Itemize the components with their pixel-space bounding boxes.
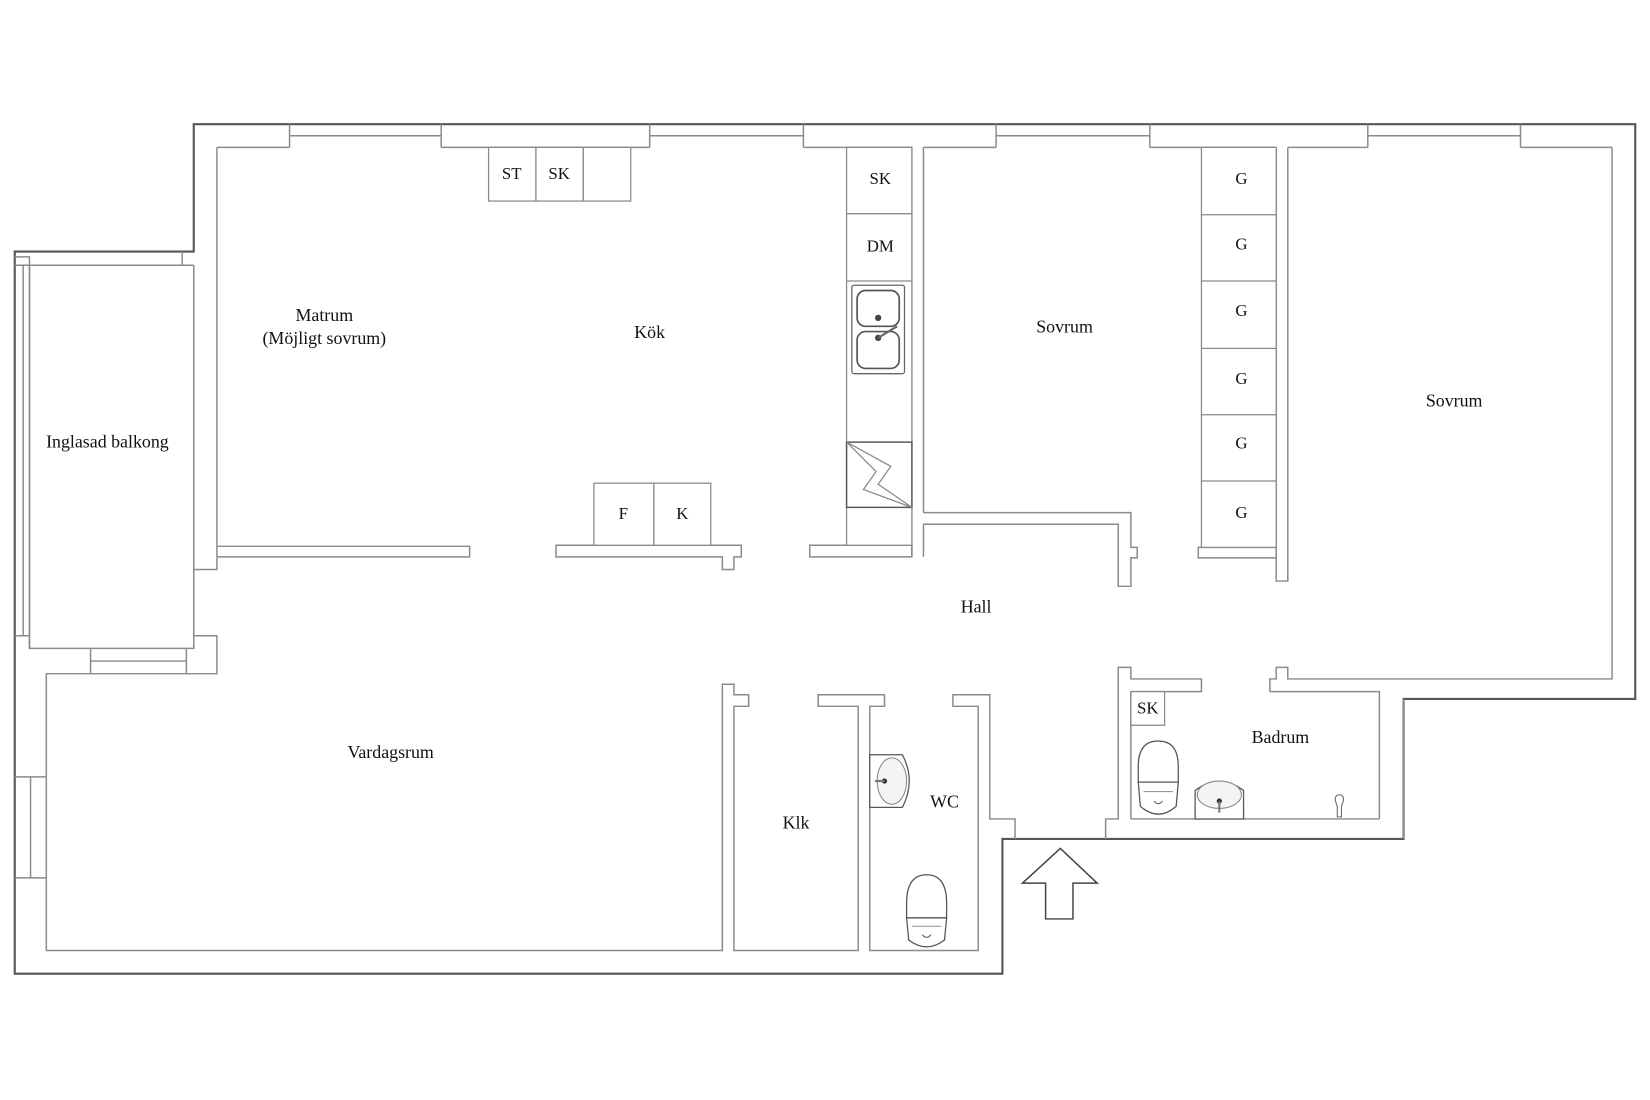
living-window bbox=[14, 776, 47, 879]
wardrobe-label: G bbox=[1235, 301, 1247, 320]
cabinet-bath bbox=[1130, 690, 1166, 726]
room-label-bedroom-2: Sovrum bbox=[1426, 390, 1483, 410]
balcony bbox=[14, 251, 218, 675]
room-label-living: Vardagsrum bbox=[347, 742, 433, 762]
room-label-dining-note: (Möjligt sovrum) bbox=[262, 328, 386, 349]
wardrobes: G G G G G G bbox=[1200, 146, 1277, 548]
wardrobe-label: G bbox=[1235, 433, 1247, 452]
sink-icon bbox=[1194, 780, 1245, 820]
sink-icon bbox=[851, 284, 906, 375]
fridge-label: K bbox=[676, 504, 688, 523]
room-label-balcony: Inglasad balkong bbox=[46, 431, 169, 451]
wardrobe-label: G bbox=[1235, 503, 1247, 522]
room-label-bathroom: Badrum bbox=[1252, 727, 1310, 747]
room-label-wc: WC bbox=[930, 791, 959, 811]
toilet-icon bbox=[1137, 740, 1179, 815]
outer-walls bbox=[13, 123, 1637, 975]
room-labels: Inglasad balkong Matrum (Möjligt sovrum)… bbox=[46, 305, 1482, 832]
room-label-closet: Klk bbox=[783, 812, 810, 832]
cabinet-kitchen-label: SK bbox=[870, 169, 892, 188]
toilet-icon bbox=[905, 874, 948, 948]
stove bbox=[487, 146, 537, 202]
floor-drain-icon bbox=[1334, 794, 1345, 818]
bathroom-fixtures: SK bbox=[1130, 690, 1345, 820]
stove-label: ST bbox=[502, 164, 522, 183]
entrance-arrow-icon bbox=[1020, 847, 1100, 920]
interior-walls bbox=[216, 147, 1289, 588]
freezer-label: F bbox=[619, 504, 628, 523]
room-label-kitchen: Kök bbox=[634, 322, 665, 342]
wardrobe-label: G bbox=[1235, 234, 1247, 253]
room-label-dining: Matrum bbox=[296, 305, 354, 325]
cabinet-top-label: SK bbox=[548, 164, 570, 183]
room-label-hall: Hall bbox=[961, 597, 992, 617]
sink-icon bbox=[869, 754, 910, 808]
room-label-bedroom-1: Sovrum bbox=[1036, 317, 1093, 337]
kitchen-fixtures: ST SK SK DM F K bbox=[487, 146, 913, 546]
dishwasher-label: DM bbox=[867, 237, 894, 256]
wc-fixtures bbox=[869, 754, 948, 948]
wardrobe-label: G bbox=[1235, 169, 1247, 188]
cabinet-top bbox=[535, 146, 584, 202]
fridge bbox=[653, 482, 712, 546]
electrical-stove-icon bbox=[845, 441, 913, 509]
wardrobe-label: G bbox=[1235, 369, 1247, 388]
cabinet-bath-label: SK bbox=[1137, 699, 1159, 718]
